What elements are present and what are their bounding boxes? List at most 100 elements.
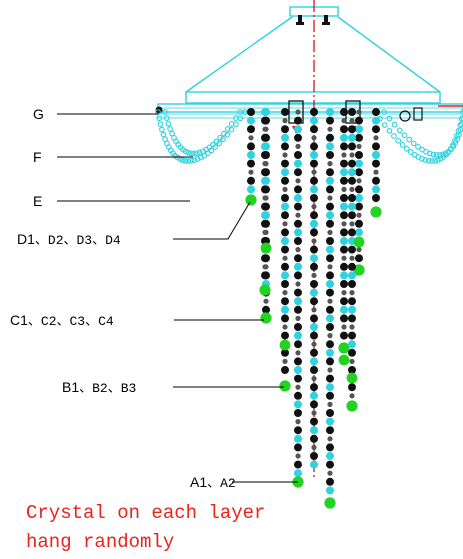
strand-bead: [310, 280, 318, 288]
strand-bead: [310, 357, 318, 366]
crystal-swags: [155, 109, 463, 164]
swag-bead-left-inner: [232, 115, 239, 121]
strand-bead: [372, 159, 380, 168]
strand-bead: [348, 383, 356, 392]
strand-bead: [327, 264, 333, 270]
strand-bead: [310, 288, 318, 297]
strand-bead: [262, 195, 268, 201]
strand-bead: [247, 176, 255, 185]
label-f: F: [33, 149, 42, 165]
swag-bead-left-outer: [194, 156, 201, 162]
strand-bead: [340, 108, 348, 116]
swag-bead-left-outer: [182, 157, 189, 164]
strand-bead: [294, 331, 302, 340]
strand-bead: [348, 176, 356, 185]
strand-bead: [326, 280, 334, 288]
crystal-pendant: [260, 242, 272, 254]
strand-bead: [348, 348, 356, 357]
strand-bead: [340, 228, 348, 237]
strand-bead: [261, 168, 269, 177]
swag-bead-left-inner: [210, 141, 216, 148]
note-line-1: Crystal on each layer: [26, 502, 265, 524]
mounting-hardware: [155, 100, 463, 134]
strand-bead: [311, 169, 317, 175]
strand-bead: [310, 108, 318, 116]
strand-bead: [356, 143, 362, 149]
strand-bead: [349, 290, 355, 296]
crystal-pendant: [370, 206, 382, 218]
strand-bead: [294, 400, 302, 409]
strand-bead: [311, 307, 317, 313]
swag-bead-left-outer: [157, 121, 164, 128]
strand-bead: [261, 151, 269, 159]
strand-bead: [340, 262, 348, 271]
strand-bead: [326, 168, 334, 177]
strand-bead: [326, 443, 334, 452]
strand-bead: [348, 202, 356, 211]
top-frame-plate: [185, 91, 441, 104]
strand-bead: [340, 202, 348, 211]
strand-bead: [310, 314, 318, 323]
strand-bead: [281, 211, 289, 220]
crystal-pendant: [260, 312, 272, 324]
strand-bead: [310, 254, 318, 263]
strand-bead: [310, 185, 318, 194]
swag-bead-left-inner: [167, 126, 173, 132]
strand-bead: [348, 271, 356, 280]
crystal-pendant: [353, 264, 365, 276]
strand-bead: [281, 176, 289, 185]
strand-bead: [294, 254, 302, 263]
swag-bead-right-outer: [399, 142, 406, 148]
strand-bead: [355, 125, 363, 134]
strand-bead: [310, 417, 318, 426]
strand-bead: [355, 151, 363, 159]
swag-bead-right-inner: [396, 127, 403, 134]
strand-bead: [294, 168, 302, 177]
strand-bead: [372, 108, 380, 116]
strand-bead: [326, 142, 334, 151]
strand-bead: [294, 202, 302, 211]
strand-bead: [348, 125, 356, 134]
label-c: C1、C2、C3、C4: [10, 312, 114, 329]
strand-bead: [282, 358, 288, 364]
strand-bead: [349, 221, 355, 227]
swag-bead-left-inner: [163, 115, 170, 121]
strand-bead: [261, 185, 269, 194]
strand-bead: [349, 118, 355, 124]
strand-bead: [340, 305, 348, 314]
strand-bead: [341, 290, 347, 296]
strand-bead: [281, 133, 289, 142]
strand-bead: [348, 245, 356, 254]
swag-bead-left-outer: [156, 115, 163, 122]
swag-bead-left-inner: [237, 109, 243, 115]
strand-bead: [311, 272, 317, 278]
strand-bead: [326, 460, 334, 469]
strand-bead: [326, 288, 334, 297]
strand-bead: [262, 126, 268, 132]
strand-bead: [326, 383, 334, 392]
swag-bead-left-outer: [159, 126, 165, 133]
strand-bead: [281, 168, 289, 177]
strand-bead: [372, 194, 380, 202]
strand-bead: [348, 211, 356, 220]
swag-bead-right-outer: [425, 157, 432, 164]
swag-bead-left-inner: [196, 149, 203, 156]
strand-bead: [294, 469, 302, 478]
strand-bead: [310, 194, 318, 202]
strand-bead: [355, 133, 363, 142]
strand-bead: [247, 125, 255, 134]
strand-bead: [340, 133, 348, 142]
swag-bead-left-inner: [188, 150, 194, 157]
label-b: B1、B2、B3: [62, 379, 136, 396]
swag-bead-right-outer: [432, 157, 438, 164]
strand-bead: [261, 211, 269, 220]
strand-bead: [372, 116, 380, 125]
swag-bead-right-outer: [395, 137, 402, 144]
leader-d: [173, 201, 251, 240]
strand-bead: [326, 305, 334, 314]
strand-bead: [294, 391, 302, 400]
strand-bead: [281, 348, 289, 357]
strand-bead: [310, 348, 318, 357]
strand-bead: [294, 159, 302, 168]
